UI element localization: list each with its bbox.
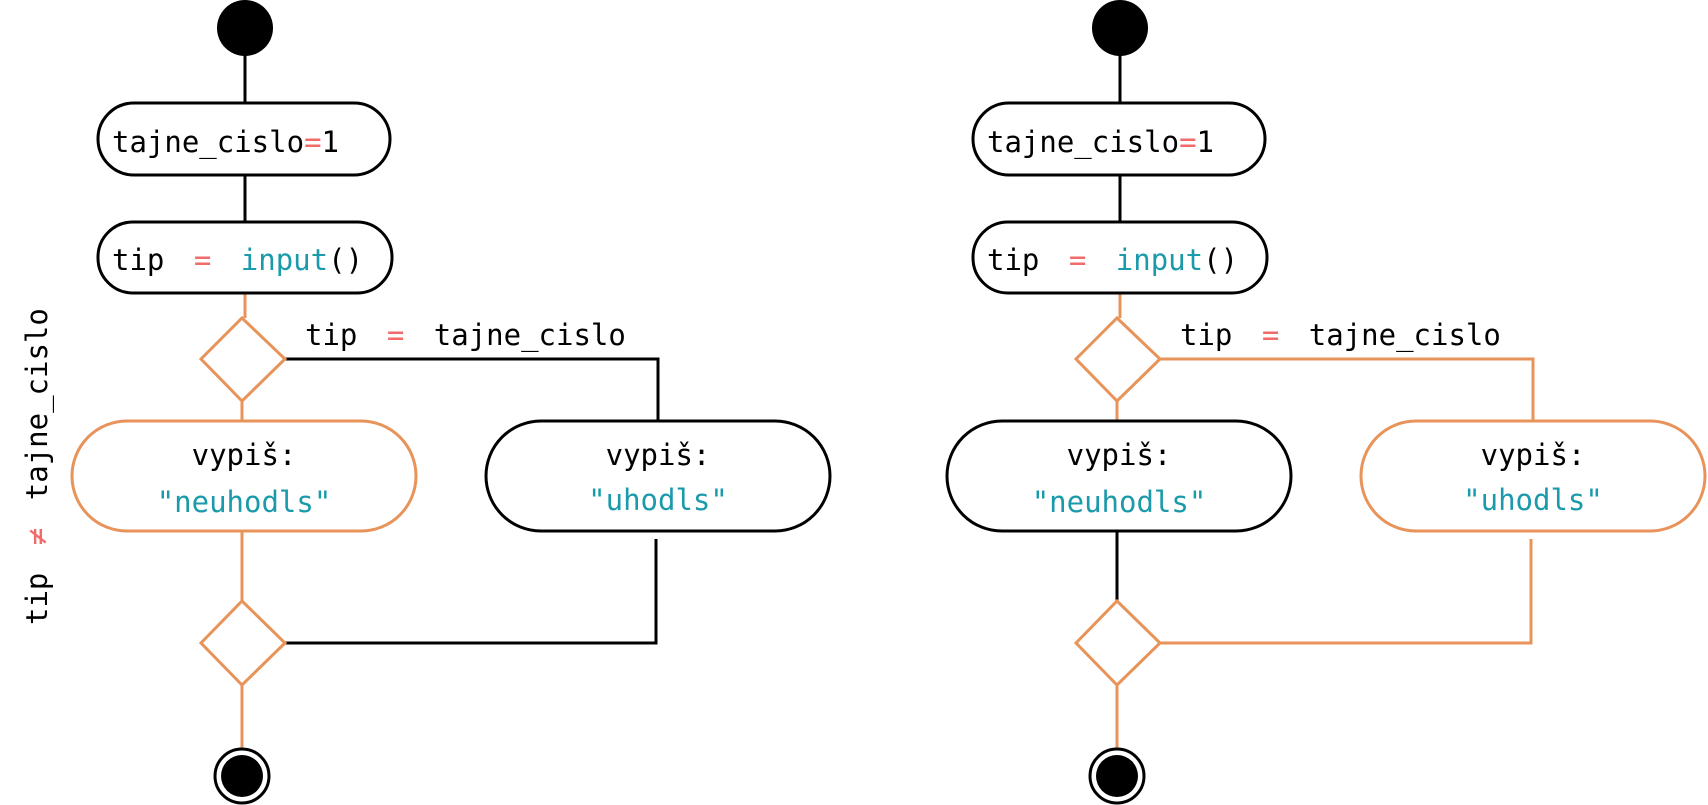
action-uhodls-label: vypiš: [606,438,711,472]
merge-node [1073,598,1163,688]
decision-node [198,315,288,404]
action-neuhodls-value: "neuhodls" [1032,485,1207,519]
start-node [1092,0,1148,56]
decision-node [1073,315,1163,404]
input-action-text: tip = input() [987,243,1238,277]
action-neuhodls-label: vypiš: [192,438,297,472]
init-action [971,101,1267,177]
action-uhodls-value: "uhodls" [1463,483,1603,517]
init-action [96,101,392,177]
input-action [971,220,1269,295]
edge-decision-right-action [285,357,660,421]
start-node [217,0,273,56]
action-uhodls [1359,419,1707,533]
init-action-text: tajne_cislo=1 [987,125,1214,160]
action-uhodls-value: "uhodls" [588,483,728,517]
action-neuhodls [945,419,1293,533]
end-node [1096,755,1138,797]
action-uhodls-label: vypiš: [1481,438,1586,472]
merge-node [198,598,288,688]
init-action-text: tajne_cislo=1 [112,125,339,160]
input-action [96,220,394,295]
action-neuhodls [70,419,418,533]
end-node [221,755,263,797]
edge-right-action-merge [1160,539,1533,645]
diagram-left: tajne_cislo=1 tip = input() tip = tajne_… [70,0,832,805]
side-condition-label: tip ≠ tajne_cislo [20,308,55,625]
action-neuhodls-label: vypiš: [1067,438,1172,472]
branch-condition-label: tip = tajne_cislo [1180,318,1501,353]
action-neuhodls-value: "neuhodls" [157,485,332,519]
input-action-text: tip = input() [112,243,363,277]
edge-decision-right-action [1160,357,1535,421]
edge-right-action-merge [285,539,658,645]
diagram-right: tajne_cislo=1 tip = input() tip = tajne_… [945,0,1707,805]
action-uhodls [484,419,832,533]
branch-condition-label: tip = tajne_cislo [305,318,626,353]
